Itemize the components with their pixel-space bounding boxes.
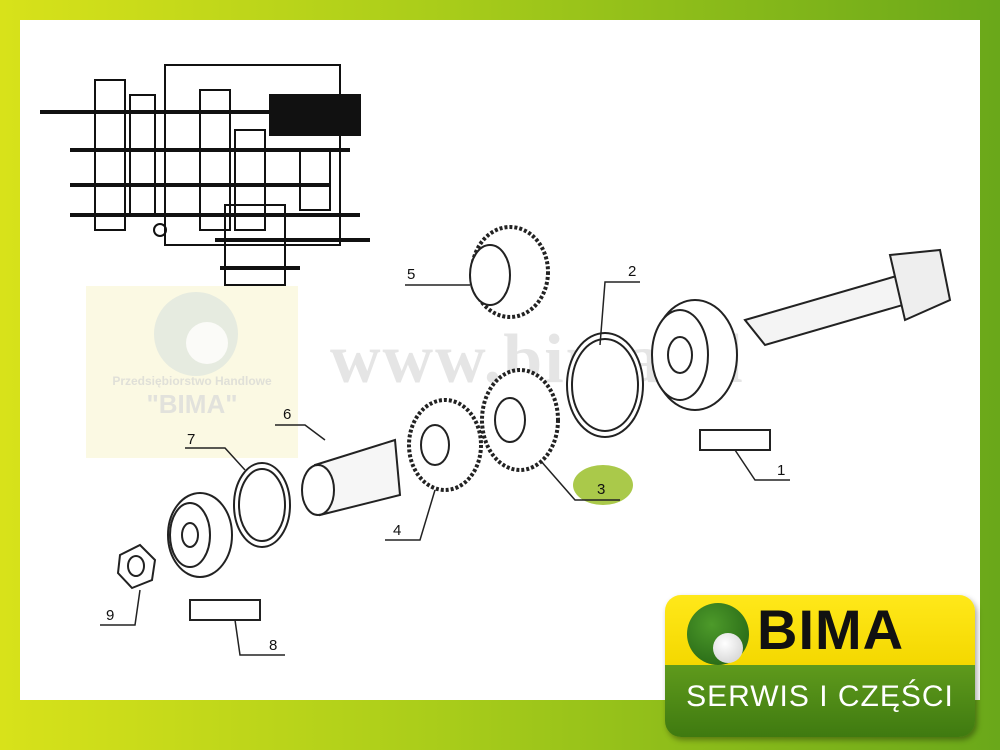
watermark-company-line: Przedsiębiorstwo Handlowe <box>112 374 272 388</box>
company-watermark: Przedsiębiorstwo Handlowe "BIMA" <box>86 286 298 458</box>
part-labels: 1 2 3 4 5 6 7 8 9 <box>106 263 785 654</box>
nut-9 <box>116 543 157 590</box>
label-6: 6 <box>283 406 291 423</box>
logo-name: BIMA <box>757 598 905 661</box>
label-7: 7 <box>187 431 195 448</box>
watermark-company-name: "BIMA" <box>146 389 238 419</box>
gear-3 <box>480 368 560 472</box>
sleeve-6 <box>301 438 402 517</box>
watermark-logo-ball <box>186 322 228 364</box>
label-5: 5 <box>407 266 415 283</box>
gear-4 <box>407 398 483 492</box>
label-1: 1 <box>777 462 785 479</box>
label-9: 9 <box>106 607 114 624</box>
pinion-shaft <box>743 248 952 347</box>
bearing-detail-1 <box>699 429 771 451</box>
label-3: 3 <box>597 481 605 498</box>
label-4: 4 <box>393 522 401 539</box>
label-8: 8 <box>269 637 277 654</box>
bearing-8 <box>167 492 233 578</box>
leader-lines <box>100 281 790 656</box>
ring-2 <box>566 332 644 438</box>
bearing-1 <box>651 299 738 411</box>
gear-5 <box>469 225 550 319</box>
logo-tagline: SERWIS I CZĘŚCI <box>686 680 954 713</box>
label-2: 2 <box>628 263 636 280</box>
highlight-marker <box>573 465 633 505</box>
gearbox-schematic <box>40 64 370 286</box>
bima-logo: BIMA SERWIS I CZĘŚCI <box>665 595 975 737</box>
bearing-detail-8 <box>189 599 261 621</box>
ring-7 <box>233 462 291 548</box>
logo-ball-highlight-icon <box>713 633 743 663</box>
